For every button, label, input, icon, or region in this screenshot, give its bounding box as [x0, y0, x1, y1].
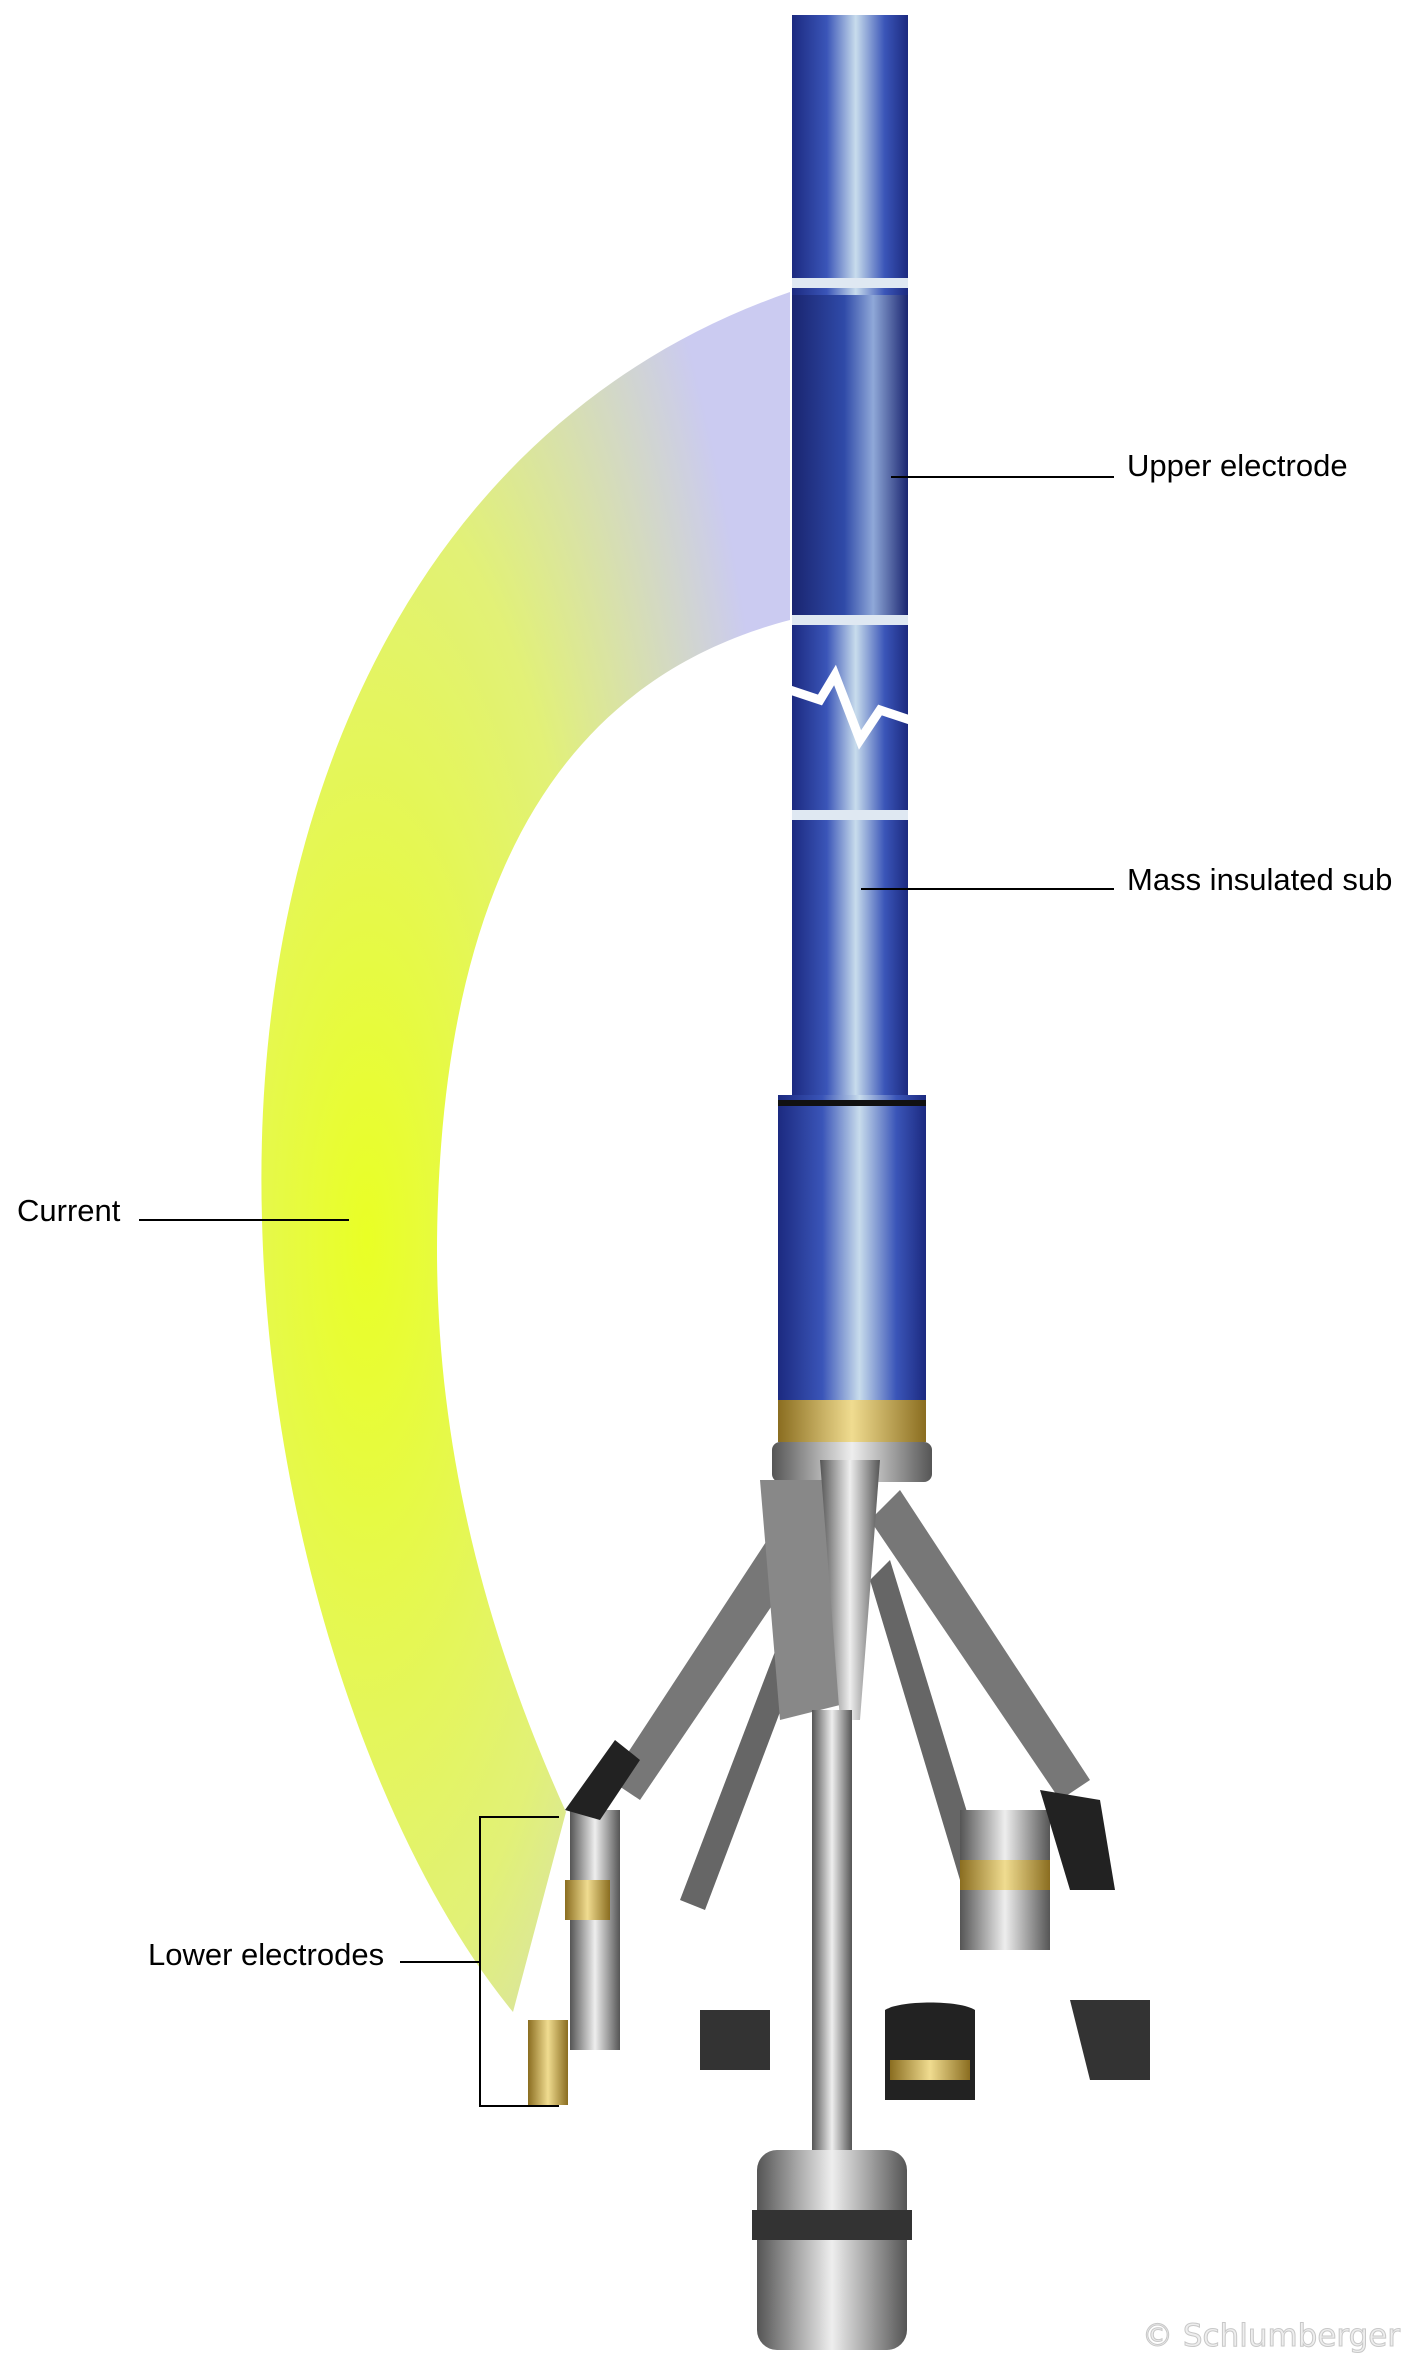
gold-band — [778, 1400, 926, 1442]
lower-pipe — [778, 1095, 926, 1400]
lower-electrodes-bracket — [400, 1816, 559, 2107]
copyright-watermark: © Schlumberger — [1141, 2318, 1401, 2355]
label-upper-electrode: Upper electrode — [1127, 448, 1348, 483]
bottom-nose — [757, 2150, 907, 2350]
lower-electrode-left — [570, 1810, 620, 2050]
upper-electrode-segment — [792, 295, 908, 615]
label-mass-insulated-sub: Mass insulated sub — [1127, 862, 1393, 897]
label-current: Current — [17, 1193, 121, 1228]
label-lower-electrodes: Lower electrodes — [148, 1937, 385, 1972]
current-arc — [261, 292, 790, 2012]
break-mark — [788, 664, 912, 750]
